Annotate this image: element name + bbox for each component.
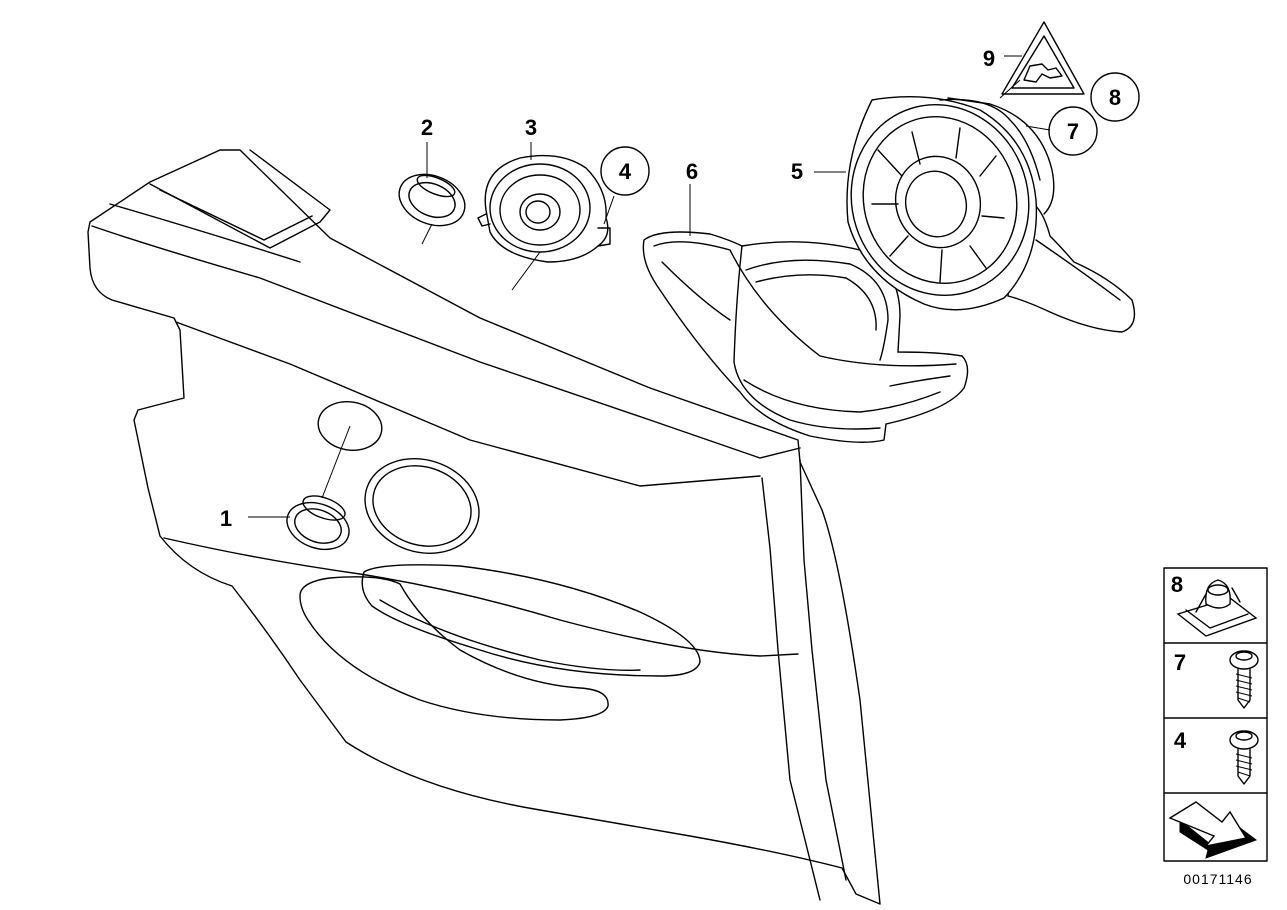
screw-icon bbox=[1229, 730, 1259, 785]
callout-1: 1 bbox=[220, 506, 232, 531]
legend-item-8-label: 8 bbox=[1171, 572, 1183, 597]
callout-4: 4 bbox=[619, 159, 632, 184]
callout-2: 2 bbox=[421, 115, 433, 140]
callout-8: 8 bbox=[1109, 85, 1121, 110]
callout-7-circle bbox=[1048, 106, 1098, 156]
callout-5: 5 bbox=[791, 159, 803, 184]
legend-item-7-label: 7 bbox=[1174, 650, 1186, 675]
legend-panel: 8 7 4 bbox=[1163, 567, 1268, 862]
clip-nut-icon bbox=[1176, 579, 1258, 637]
callout-9: 9 bbox=[983, 46, 995, 71]
diagram-code: 00171146 bbox=[1183, 871, 1252, 887]
screw-icon bbox=[1229, 650, 1259, 709]
part-6-speaker-housing bbox=[642, 184, 969, 443]
callout-7: 7 bbox=[1067, 119, 1079, 144]
part-5-woofer bbox=[814, 79, 1136, 333]
callout-6: 6 bbox=[686, 159, 698, 184]
part-2-tweeter-ring bbox=[398, 142, 466, 245]
legend-item-4-label: 4 bbox=[1174, 728, 1187, 753]
callout-4-circle bbox=[600, 146, 650, 196]
arrow-icon bbox=[1168, 801, 1258, 859]
callout-3: 3 bbox=[525, 115, 537, 140]
callout-8-circle bbox=[1090, 72, 1140, 122]
part-3-speaker bbox=[477, 142, 611, 291]
part-1-grommet bbox=[248, 425, 351, 551]
part-9-warning-label bbox=[1001, 21, 1085, 95]
door-trim-panel bbox=[87, 149, 881, 905]
